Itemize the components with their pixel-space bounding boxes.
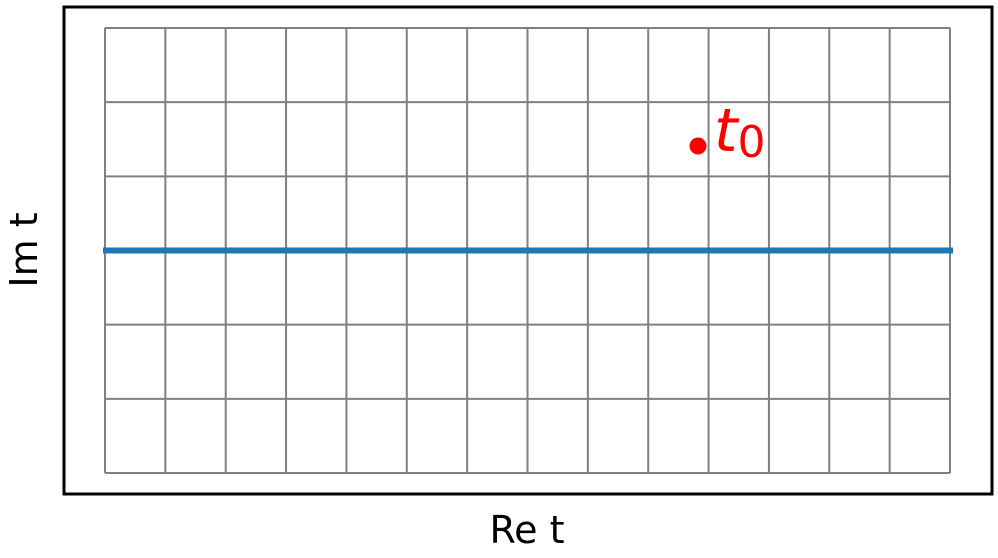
point-label-sub: 0 (738, 117, 766, 168)
point-t0-label: t0 (714, 96, 766, 168)
point-label-main: t (714, 96, 740, 166)
x-axis-label: Re t (489, 508, 564, 552)
point-t0-marker (689, 137, 707, 155)
plot-frame (62, 5, 994, 496)
y-axis-label: Im t (2, 212, 46, 287)
